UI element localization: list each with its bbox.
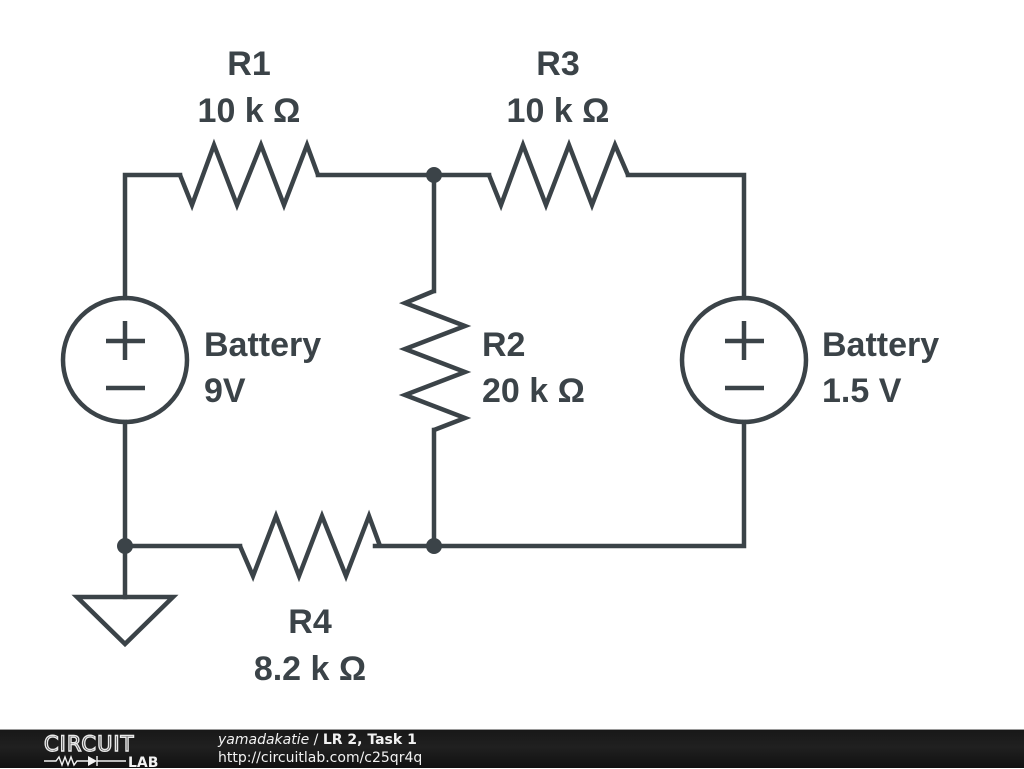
plus-icon bbox=[106, 321, 145, 360]
resistor-r3-zigzag bbox=[486, 138, 631, 212]
battery-9v[interactable]: Battery 9V bbox=[60, 295, 321, 425]
junction-node-bottom-left bbox=[117, 538, 133, 554]
resistor-r1-name: R1 bbox=[227, 45, 270, 83]
title-separator: / bbox=[309, 732, 323, 748]
junction-node-top bbox=[426, 167, 442, 183]
resistor-r1[interactable]: R1 10 k Ω bbox=[177, 45, 321, 212]
battery-9v-name: Battery bbox=[204, 326, 321, 364]
resistor-diode-icon bbox=[44, 755, 126, 767]
resistor-r4-zigzag bbox=[237, 509, 383, 583]
battery-1-5v-value: 1.5 V bbox=[822, 372, 902, 410]
wire-r3-to-right bbox=[625, 172, 747, 301]
resistor-r1-zigzag bbox=[177, 138, 321, 212]
circuit-url-link[interactable]: http://circuitlab.com/c25qr4q bbox=[218, 750, 423, 766]
resistor-r2-name: R2 bbox=[482, 326, 525, 364]
logo-text-lab: LAB bbox=[128, 755, 158, 769]
battery-9v-circle bbox=[60, 295, 190, 425]
footer-title-line: yamadakatie / LR 2, Task 1 bbox=[218, 731, 422, 749]
resistor-r3-value: 10 k Ω bbox=[507, 92, 610, 130]
footer-info: yamadakatie / LR 2, Task 1 http://circui… bbox=[218, 731, 422, 767]
resistor-r2[interactable]: R2 20 k Ω bbox=[398, 288, 585, 433]
logo-text-circuit: CIRCUIT bbox=[44, 732, 134, 756]
resistor-r4[interactable]: R4 8.2 k Ω bbox=[237, 509, 383, 688]
ground-symbol[interactable] bbox=[71, 594, 179, 648]
author-link[interactable]: yamadakatie bbox=[218, 732, 310, 748]
circuitlab-logo[interactable]: CIRCUIT LAB bbox=[42, 730, 177, 769]
circuit-title: LR 2, Task 1 bbox=[322, 732, 417, 748]
battery-1-5v[interactable]: Battery 1.5 V bbox=[679, 295, 939, 425]
battery-1-5v-name: Battery bbox=[822, 326, 939, 364]
resistor-r2-value: 20 k Ω bbox=[482, 372, 585, 410]
junction-node-bottom-middle bbox=[426, 538, 442, 554]
resistor-r4-name: R4 bbox=[288, 603, 332, 641]
wire-left-top bbox=[122, 172, 183, 301]
resistor-r4-value: 8.2 k Ω bbox=[254, 650, 366, 688]
resistor-r3-name: R3 bbox=[536, 45, 579, 83]
circuit-schematic: R1 10 k Ω R3 10 k Ω R2 20 k Ω R4 8.2 k Ω… bbox=[60, 45, 939, 688]
footer-bar: CIRCUIT LAB yamadakatie / LR 2, Task 1 h… bbox=[0, 729, 1024, 769]
battery-1-5v-circle bbox=[679, 295, 809, 425]
resistor-r3[interactable]: R3 10 k Ω bbox=[486, 45, 631, 212]
resistor-r1-value: 10 k Ω bbox=[198, 92, 301, 130]
wire-bottom-right bbox=[431, 419, 747, 549]
wires bbox=[122, 172, 747, 600]
ground-icon bbox=[71, 594, 179, 648]
battery-9v-value: 9V bbox=[204, 372, 246, 410]
resistor-r2-zigzag bbox=[398, 288, 472, 433]
footer-url-line: http://circuitlab.com/c25qr4q bbox=[218, 749, 422, 767]
plus-icon bbox=[725, 321, 764, 360]
